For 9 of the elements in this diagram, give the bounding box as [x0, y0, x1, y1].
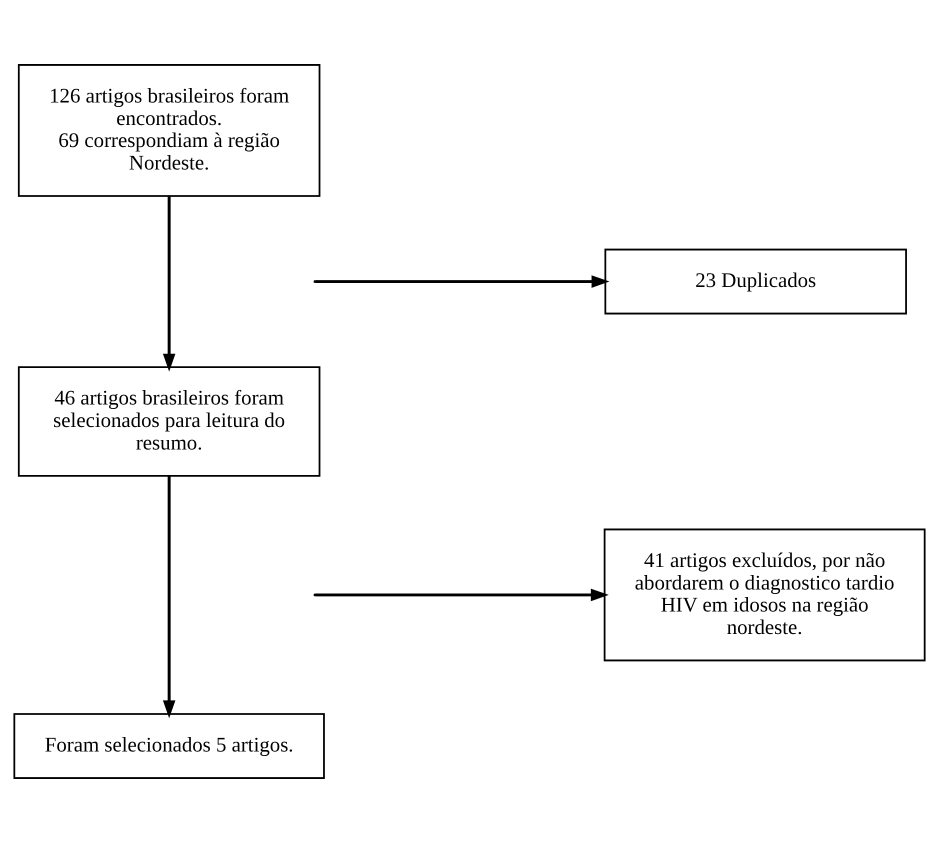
node-box: 41 artigos excluídos, por não abordarem o diagnostico tardio HIV em idosos na região nordeste. — [604, 528, 926, 662]
node-box: 126 artigos brasileiros foram encontrados. 69 correspondiam à região Nordeste. — [18, 64, 320, 197]
arrow — [162, 196, 176, 372]
node-box: Foram selecionados 5 artigos. — [13, 713, 325, 779]
node-box: 23 Duplicados — [604, 248, 907, 314]
arrow — [316, 275, 610, 288]
arrow — [162, 476, 176, 718]
arrow — [316, 588, 609, 602]
node-box: 46 artigos brasileiros foram selecionados para leitura do resumo. — [18, 366, 320, 477]
